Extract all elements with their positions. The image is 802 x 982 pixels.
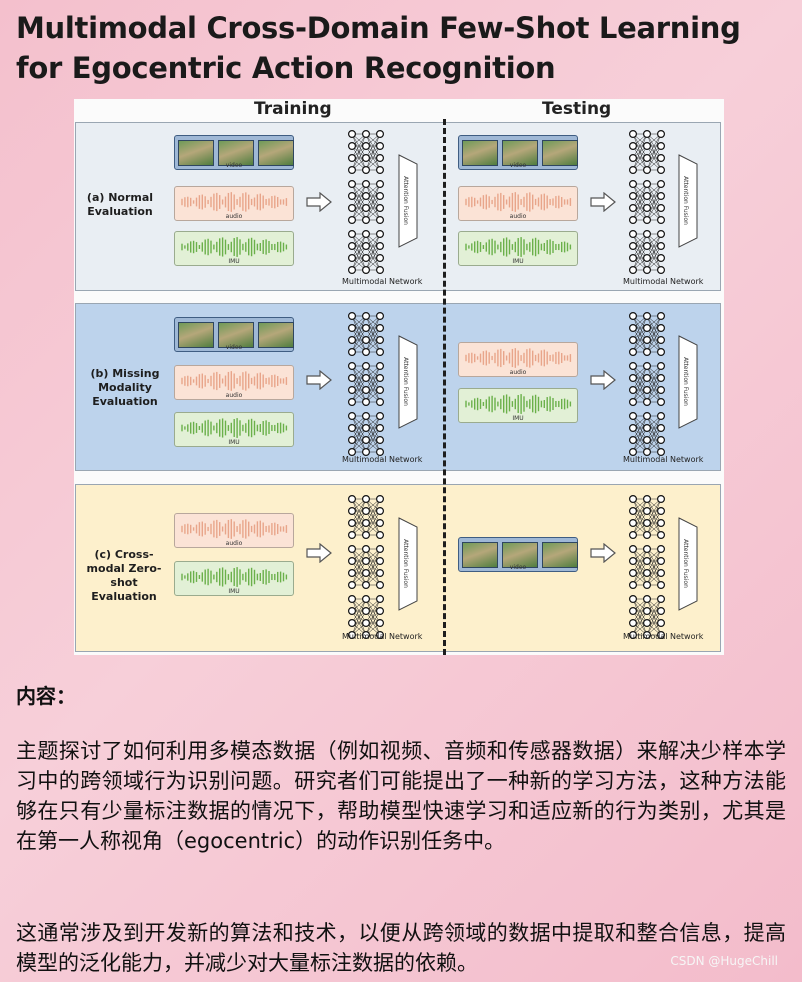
panel-b-label: (b) Missing Modality Evaluation xyxy=(90,367,160,408)
attention-fusion-label: Attention Fusion xyxy=(681,357,689,406)
neural-network-icon xyxy=(628,494,666,640)
audio-modality-box: audio xyxy=(458,186,578,221)
video-modality-box: video xyxy=(458,537,578,572)
neural-network-icon xyxy=(347,129,385,275)
video-frame xyxy=(462,140,498,166)
video-caption: video xyxy=(509,162,527,169)
audio-waveform xyxy=(181,519,288,539)
multimodal-network-label: Multimodal Network xyxy=(623,277,704,286)
multimodal-network-label: Multimodal Network xyxy=(342,632,423,641)
train-test-divider xyxy=(443,119,446,655)
testing-header: Testing xyxy=(542,99,612,119)
imu-caption: IMU xyxy=(512,415,524,422)
video-caption: video xyxy=(225,162,243,169)
video-frame xyxy=(218,322,254,348)
attention-fusion-block xyxy=(398,517,418,611)
flow-arrow-icon xyxy=(590,543,616,563)
imu-caption: IMU xyxy=(228,588,240,595)
video-frame xyxy=(258,322,294,348)
video-frame xyxy=(178,322,214,348)
neural-network-icon xyxy=(628,311,666,457)
multimodal-network-label: Multimodal Network xyxy=(342,277,423,286)
footer-credit: CSDN @HugeChill xyxy=(670,954,778,968)
video-frame xyxy=(542,542,578,568)
imu-caption: IMU xyxy=(228,439,240,446)
video-frame xyxy=(178,140,214,166)
imu-modality-box: IMU xyxy=(458,388,578,423)
attention-fusion-label: Attention Fusion xyxy=(401,176,409,225)
video-caption: video xyxy=(509,564,527,571)
video-modality-box: video xyxy=(458,135,578,170)
flow-arrow-icon xyxy=(590,370,616,390)
imu-waveform xyxy=(181,418,288,438)
audio-caption: audio xyxy=(509,213,527,220)
panel-a-label: (a) Normal Evaluation xyxy=(86,191,154,218)
panel-c-label: (c) Cross-modal Zero-shot Evaluation xyxy=(86,548,162,603)
neural-network-icon xyxy=(347,311,385,457)
video-frame xyxy=(218,140,254,166)
method-figure: Training Testing (a) Normal Evaluation (… xyxy=(74,99,724,655)
audio-waveform xyxy=(181,192,288,212)
imu-modality-box: IMU xyxy=(458,231,578,266)
video-frame xyxy=(542,140,578,166)
imu-modality-box: IMU xyxy=(174,412,294,447)
imu-caption: IMU xyxy=(228,258,240,265)
content-paragraph-2: 这通常涉及到开发新的算法和技术，以便从跨领域的数据中提取和整合信息，提高模型的泛… xyxy=(16,921,786,975)
attention-fusion-block xyxy=(678,154,698,248)
video-caption: video xyxy=(225,344,243,351)
content-heading: 内容： xyxy=(16,684,76,708)
flow-arrow-icon xyxy=(306,543,332,563)
attention-fusion-label: Attention Fusion xyxy=(401,539,409,588)
imu-modality-box: IMU xyxy=(174,231,294,266)
video-frame xyxy=(462,542,498,568)
audio-waveform xyxy=(181,371,288,391)
imu-waveform xyxy=(181,567,288,587)
training-header: Training xyxy=(254,99,332,119)
multimodal-network-label: Multimodal Network xyxy=(623,632,704,641)
imu-caption: IMU xyxy=(512,258,524,265)
audio-waveform xyxy=(465,348,572,368)
audio-modality-box: audio xyxy=(174,365,294,400)
flow-arrow-icon xyxy=(306,370,332,390)
attention-fusion-label: Attention Fusion xyxy=(681,539,689,588)
attention-fusion-block xyxy=(678,517,698,611)
audio-waveform xyxy=(465,192,572,212)
attention-fusion-label: Attention Fusion xyxy=(681,176,689,225)
audio-modality-box: audio xyxy=(458,342,578,377)
audio-modality-box: audio xyxy=(174,186,294,221)
imu-modality-box: IMU xyxy=(174,561,294,596)
video-frame xyxy=(258,140,294,166)
attention-fusion-block xyxy=(398,335,418,429)
video-frame xyxy=(502,140,538,166)
neural-network-icon xyxy=(347,494,385,640)
page-title: Multimodal Cross-Domain Few-Shot Learnin… xyxy=(16,11,741,85)
attention-fusion-block xyxy=(678,335,698,429)
attention-fusion-block xyxy=(398,154,418,248)
audio-caption: audio xyxy=(225,540,243,547)
neural-network-icon xyxy=(628,129,666,275)
audio-caption: audio xyxy=(509,369,527,376)
audio-modality-box: audio xyxy=(174,513,294,548)
audio-caption: audio xyxy=(225,392,243,399)
multimodal-network-label: Multimodal Network xyxy=(623,455,704,464)
content-paragraph-1: 主题探讨了如何利用多模态数据（例如视频、音频和传感器数据）来解决少样本学习中的跨… xyxy=(16,739,786,853)
video-modality-box: video xyxy=(174,317,294,352)
video-frame xyxy=(502,542,538,568)
video-modality-box: video xyxy=(174,135,294,170)
imu-waveform xyxy=(465,237,572,257)
imu-waveform xyxy=(465,394,572,414)
flow-arrow-icon xyxy=(590,192,616,212)
imu-waveform xyxy=(181,237,288,257)
attention-fusion-label: Attention Fusion xyxy=(401,357,409,406)
audio-caption: audio xyxy=(225,213,243,220)
multimodal-network-label: Multimodal Network xyxy=(342,455,423,464)
flow-arrow-icon xyxy=(306,192,332,212)
